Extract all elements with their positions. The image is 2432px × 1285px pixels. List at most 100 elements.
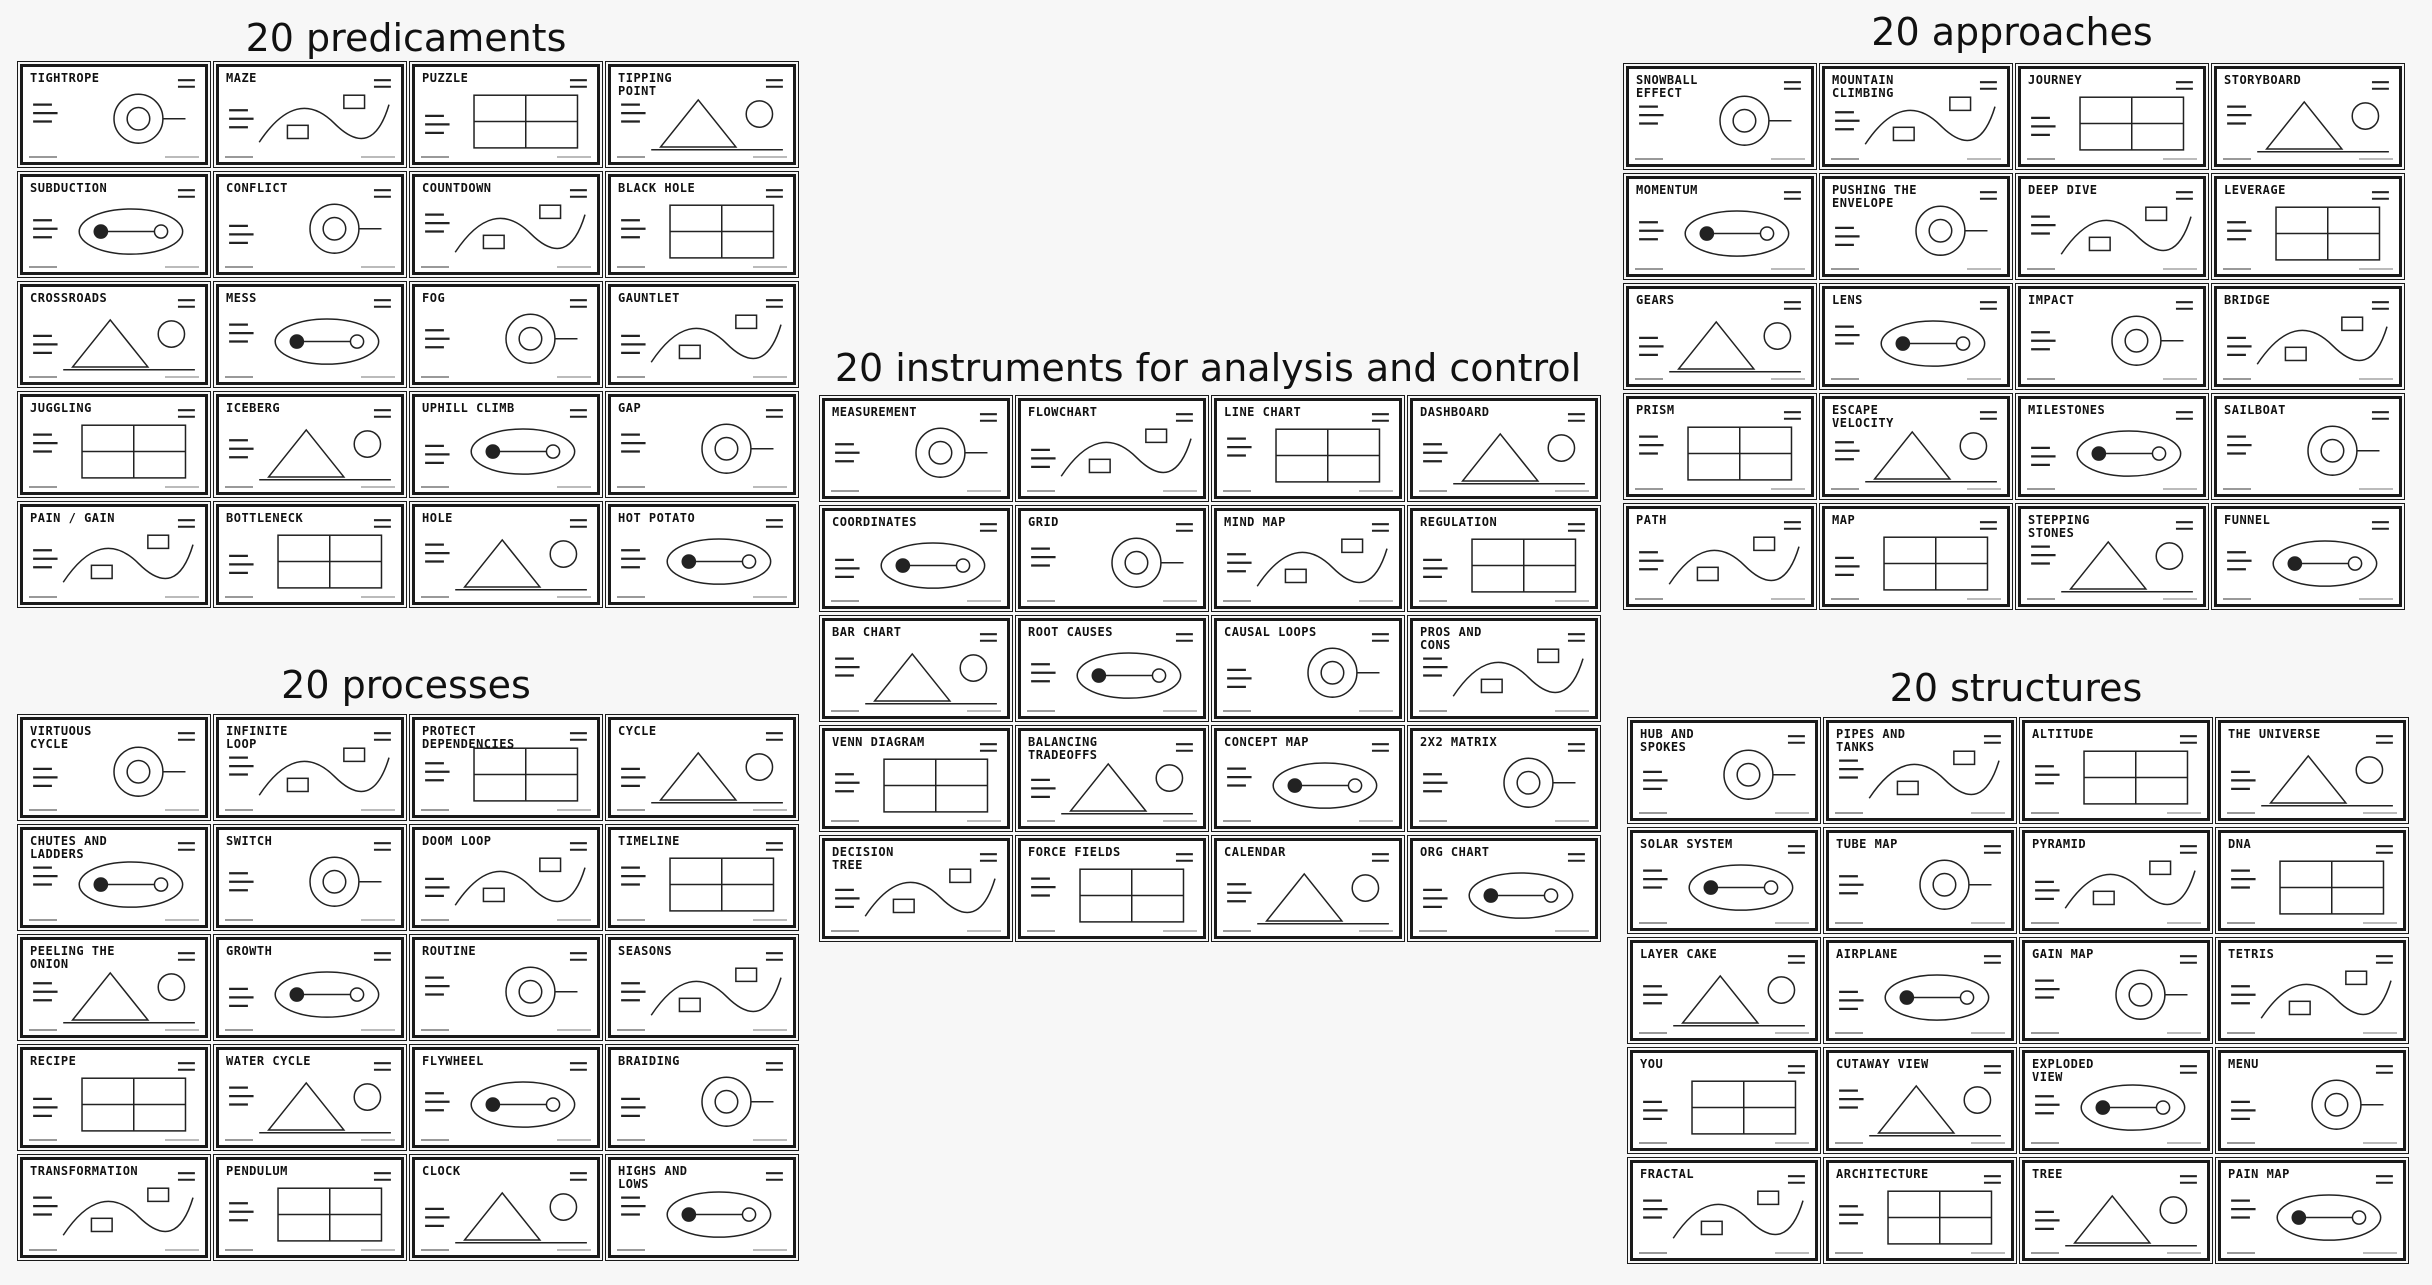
framework-card[interactable]: EXPLODED VIEW bbox=[2019, 1047, 2213, 1154]
framework-card[interactable]: COUNTDOWN bbox=[409, 171, 603, 278]
framework-card[interactable]: ESCAPE VELOCITY bbox=[1819, 393, 2013, 500]
framework-card[interactable]: ROOT CAUSES bbox=[1015, 615, 1209, 722]
framework-card[interactable]: SNOWBALL EFFECT bbox=[1623, 63, 1817, 170]
framework-card[interactable]: JUGGLING bbox=[17, 391, 211, 498]
framework-card[interactable]: MILESTONES bbox=[2015, 393, 2209, 500]
framework-card[interactable]: PUZZLE bbox=[409, 61, 603, 168]
framework-card[interactable]: PAIN / GAIN bbox=[17, 501, 211, 608]
framework-card[interactable]: ALTITUDE bbox=[2019, 717, 2213, 824]
framework-card[interactable]: MEASUREMENT bbox=[819, 395, 1013, 502]
framework-card[interactable]: LENS bbox=[1819, 283, 2013, 390]
framework-card[interactable]: HUB AND SPOKES bbox=[1627, 717, 1821, 824]
framework-card[interactable]: WATER CYCLE bbox=[213, 1044, 407, 1151]
framework-card[interactable]: SUBDUCTION bbox=[17, 171, 211, 278]
framework-card[interactable]: VENN DIAGRAM bbox=[819, 725, 1013, 832]
framework-card[interactable]: DNA bbox=[2215, 827, 2409, 934]
framework-card[interactable]: DASHBOARD bbox=[1407, 395, 1601, 502]
framework-card[interactable]: ICEBERG bbox=[213, 391, 407, 498]
framework-card[interactable]: BALANCING TRADEOFFS bbox=[1015, 725, 1209, 832]
framework-card[interactable]: HOT POTATO bbox=[605, 501, 799, 608]
framework-card[interactable]: VIRTUOUS CYCLE bbox=[17, 714, 211, 821]
framework-card[interactable]: TIGHTROPE bbox=[17, 61, 211, 168]
framework-card[interactable]: PUSHING THE ENVELOPE bbox=[1819, 173, 2013, 280]
framework-card[interactable]: GRID bbox=[1015, 505, 1209, 612]
framework-card[interactable]: SOLAR SYSTEM bbox=[1627, 827, 1821, 934]
framework-card[interactable]: PROS AND CONS bbox=[1407, 615, 1601, 722]
framework-card[interactable]: MAZE bbox=[213, 61, 407, 168]
framework-card[interactable]: JOURNEY bbox=[2015, 63, 2209, 170]
framework-card[interactable]: ARCHITECTURE bbox=[1823, 1157, 2017, 1264]
framework-card[interactable]: CYCLE bbox=[605, 714, 799, 821]
framework-card[interactable]: PYRAMID bbox=[2019, 827, 2213, 934]
framework-card[interactable]: CAUSAL LOOPS bbox=[1211, 615, 1405, 722]
framework-card[interactable]: LAYER CAKE bbox=[1627, 937, 1821, 1044]
framework-card[interactable]: TIPPING POINT bbox=[605, 61, 799, 168]
framework-card[interactable]: BRAIDING bbox=[605, 1044, 799, 1151]
framework-card[interactable]: CROSSROADS bbox=[17, 281, 211, 388]
framework-card[interactable]: MESS bbox=[213, 281, 407, 388]
framework-card[interactable]: PATH bbox=[1623, 503, 1817, 610]
framework-card[interactable]: BRIDGE bbox=[2211, 283, 2405, 390]
framework-card[interactable]: GAIN MAP bbox=[2019, 937, 2213, 1044]
framework-card[interactable]: CUTAWAY VIEW bbox=[1823, 1047, 2017, 1154]
framework-card[interactable]: CONCEPT MAP bbox=[1211, 725, 1405, 832]
framework-card[interactable]: MIND MAP bbox=[1211, 505, 1405, 612]
framework-card[interactable]: SAILBOAT bbox=[2211, 393, 2405, 500]
framework-card[interactable]: LINE CHART bbox=[1211, 395, 1405, 502]
framework-card[interactable]: TETRIS bbox=[2215, 937, 2409, 1044]
framework-card[interactable]: STORYBOARD bbox=[2211, 63, 2405, 170]
framework-card[interactable]: 2x2 MATRIX bbox=[1407, 725, 1601, 832]
framework-card[interactable]: MENU bbox=[2215, 1047, 2409, 1154]
framework-card[interactable]: YOU bbox=[1627, 1047, 1821, 1154]
framework-card[interactable]: UPHILL CLIMB bbox=[409, 391, 603, 498]
framework-card[interactable]: FRACTAL bbox=[1627, 1157, 1821, 1264]
framework-card[interactable]: STEPPING STONES bbox=[2015, 503, 2209, 610]
framework-card[interactable]: TRANSFORMATION bbox=[17, 1154, 211, 1261]
framework-card[interactable]: FUNNEL bbox=[2211, 503, 2405, 610]
framework-card[interactable]: DECISION TREE bbox=[819, 835, 1013, 942]
framework-card[interactable]: TIMELINE bbox=[605, 824, 799, 931]
framework-card[interactable]: PEELING THE ONION bbox=[17, 934, 211, 1041]
framework-card[interactable]: DEEP DIVE bbox=[2015, 173, 2209, 280]
framework-card[interactable]: PROTECT DEPENDENCIES bbox=[409, 714, 603, 821]
framework-card[interactable]: DOOM LOOP bbox=[409, 824, 603, 931]
framework-card[interactable]: FLYWHEEL bbox=[409, 1044, 603, 1151]
framework-card[interactable]: FLOWCHART bbox=[1015, 395, 1209, 502]
framework-card[interactable]: FORCE FIELDS bbox=[1015, 835, 1209, 942]
framework-card[interactable]: BAR CHART bbox=[819, 615, 1013, 722]
framework-card[interactable]: HIGHS AND LOWS bbox=[605, 1154, 799, 1261]
framework-card[interactable]: RECIPE bbox=[17, 1044, 211, 1151]
framework-card[interactable]: PIPES AND TANKS bbox=[1823, 717, 2017, 824]
framework-card[interactable]: MOUNTAIN CLIMBING bbox=[1819, 63, 2013, 170]
framework-card[interactable]: BLACK HOLE bbox=[605, 171, 799, 278]
framework-card[interactable]: GROWTH bbox=[213, 934, 407, 1041]
framework-card[interactable]: IMPACT bbox=[2015, 283, 2209, 390]
framework-card[interactable]: BOTTLENECK bbox=[213, 501, 407, 608]
framework-card[interactable]: HOLE bbox=[409, 501, 603, 608]
framework-card[interactable]: COORDINATES bbox=[819, 505, 1013, 612]
framework-card[interactable]: SEASONS bbox=[605, 934, 799, 1041]
framework-card[interactable]: ROUTINE bbox=[409, 934, 603, 1041]
framework-card[interactable]: CHUTES AND LADDERS bbox=[17, 824, 211, 931]
framework-card[interactable]: LEVERAGE bbox=[2211, 173, 2405, 280]
framework-card[interactable]: PENDULUM bbox=[213, 1154, 407, 1261]
framework-card[interactable]: GAP bbox=[605, 391, 799, 498]
framework-card[interactable]: AIRPLANE bbox=[1823, 937, 2017, 1044]
framework-card[interactable]: INFINITE LOOP bbox=[213, 714, 407, 821]
framework-card[interactable]: SWITCH bbox=[213, 824, 407, 931]
framework-card[interactable]: GAUNTLET bbox=[605, 281, 799, 388]
framework-card[interactable]: TREE bbox=[2019, 1157, 2213, 1264]
framework-card[interactable]: CALENDAR bbox=[1211, 835, 1405, 942]
framework-card[interactable]: CLOCK bbox=[409, 1154, 603, 1261]
framework-card[interactable]: THE UNIVERSE bbox=[2215, 717, 2409, 824]
framework-card[interactable]: MAP bbox=[1819, 503, 2013, 610]
framework-card[interactable]: PAIN MAP bbox=[2215, 1157, 2409, 1264]
framework-card[interactable]: REGULATION bbox=[1407, 505, 1601, 612]
framework-card[interactable]: ORG CHART bbox=[1407, 835, 1601, 942]
framework-card[interactable]: PRISM bbox=[1623, 393, 1817, 500]
framework-card[interactable]: FOG bbox=[409, 281, 603, 388]
framework-card[interactable]: GEARS bbox=[1623, 283, 1817, 390]
framework-card[interactable]: TUBE MAP bbox=[1823, 827, 2017, 934]
framework-card[interactable]: CONFLICT bbox=[213, 171, 407, 278]
framework-card[interactable]: MOMENTUM bbox=[1623, 173, 1817, 280]
